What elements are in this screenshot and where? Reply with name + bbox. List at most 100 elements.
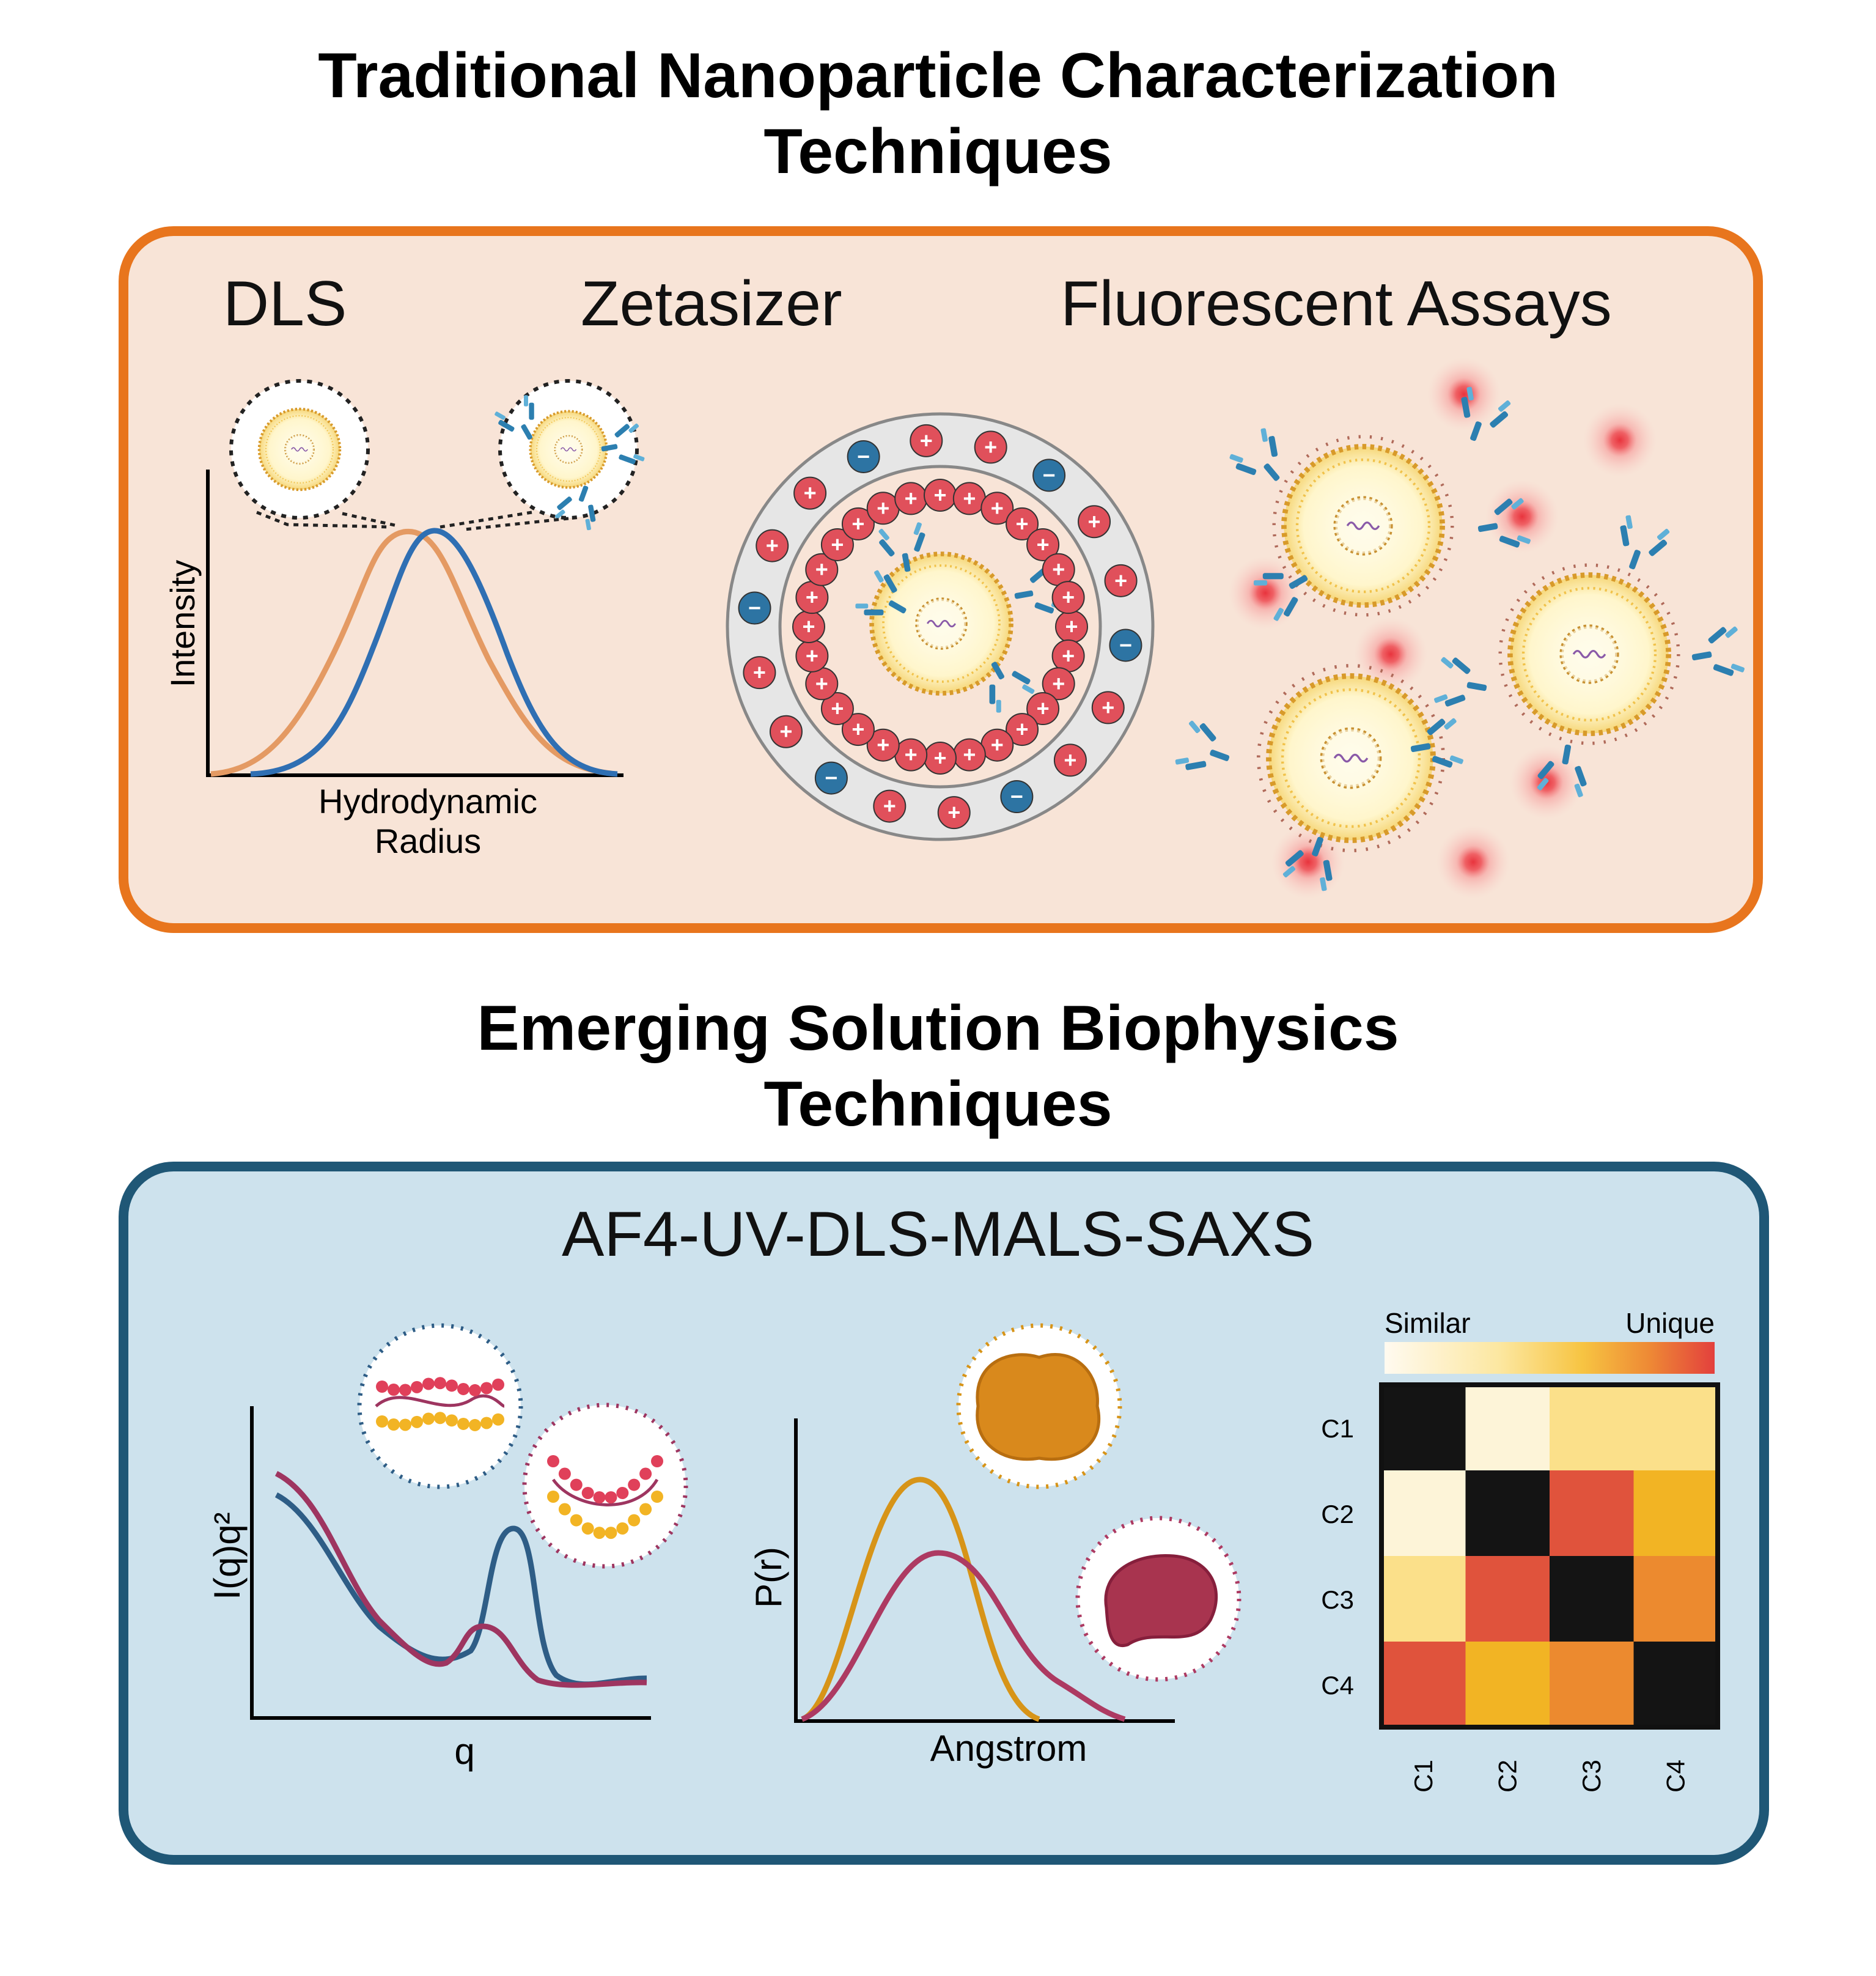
lipid-bead bbox=[581, 1486, 594, 1499]
positive-ion: + bbox=[1042, 667, 1075, 701]
globular-particle-icon bbox=[976, 1353, 1101, 1461]
heatmap-frame bbox=[1379, 1382, 1720, 1730]
negative-ion: − bbox=[814, 761, 848, 795]
saxs-chart: I(q)q² q bbox=[207, 1323, 688, 1772]
positive-ion: + bbox=[795, 581, 829, 614]
colorbar-left-label: Similar bbox=[1385, 1307, 1471, 1339]
lipid-bead bbox=[547, 1455, 559, 1467]
plus-sign: + bbox=[802, 614, 815, 639]
plus-sign: + bbox=[933, 482, 946, 507]
lipid-bead bbox=[480, 1382, 493, 1395]
dls-chart: Intensity Hydrodynamic Radius bbox=[163, 379, 646, 860]
heatmap-cell bbox=[1633, 1385, 1718, 1471]
lipid-bead bbox=[581, 1522, 594, 1535]
lipid-bead bbox=[457, 1382, 469, 1395]
heatmap-cell bbox=[1465, 1385, 1550, 1471]
curved-particle-beads bbox=[547, 1455, 663, 1539]
lipid-bead bbox=[422, 1377, 435, 1390]
positive-ion: + bbox=[952, 482, 986, 515]
positive-ion: + bbox=[1104, 564, 1138, 597]
heatmap-cell bbox=[1381, 1385, 1466, 1471]
fluorescent-signal bbox=[1271, 825, 1345, 899]
positive-ion: + bbox=[841, 507, 875, 540]
plus-sign: + bbox=[883, 794, 896, 819]
assay-lnp-3 bbox=[1256, 663, 1446, 853]
positive-ion: + bbox=[952, 738, 986, 772]
colorbar bbox=[1385, 1342, 1715, 1374]
positive-ion: + bbox=[980, 492, 1014, 525]
positive-ion: + bbox=[974, 430, 1007, 464]
positive-ion: + bbox=[1091, 691, 1125, 724]
positive-ion: + bbox=[820, 528, 854, 561]
lipid-bead bbox=[434, 1412, 446, 1425]
plus-sign: + bbox=[963, 485, 976, 511]
ion-layer: ++++++++++++++++++++++++++++−++−++−++−++… bbox=[738, 424, 1142, 830]
saxs-x-label: q bbox=[454, 1731, 474, 1772]
positive-ion: + bbox=[910, 424, 943, 457]
minus-sign: − bbox=[1119, 632, 1132, 657]
minus-sign: − bbox=[1010, 784, 1023, 809]
dls-connector-right bbox=[440, 511, 569, 531]
positive-ion: + bbox=[894, 482, 928, 515]
positive-ion: + bbox=[924, 742, 957, 775]
lipid-bead bbox=[434, 1377, 446, 1390]
plus-sign: + bbox=[815, 671, 828, 696]
positive-ion: + bbox=[756, 529, 789, 562]
dls-curve-orange bbox=[210, 528, 612, 777]
antibody-lnp-icon bbox=[531, 411, 607, 488]
positive-ion: + bbox=[795, 639, 829, 673]
heatmap-cell bbox=[1550, 1385, 1635, 1471]
lipid-bead bbox=[628, 1514, 641, 1527]
plus-sign: + bbox=[1088, 509, 1101, 534]
positive-ion: + bbox=[866, 728, 900, 762]
assay-lnp-2 bbox=[1498, 563, 1680, 745]
positive-ion: + bbox=[937, 796, 971, 830]
plus-sign: + bbox=[852, 511, 864, 536]
lipid-bead bbox=[570, 1478, 583, 1491]
heatmap-cell bbox=[1633, 1556, 1718, 1642]
heatmap-cell bbox=[1381, 1642, 1466, 1728]
positive-ion: + bbox=[1055, 610, 1088, 643]
lipid-bead bbox=[480, 1417, 493, 1429]
plus-sign: + bbox=[1016, 717, 1029, 742]
heatmap-row-label: C4 bbox=[1321, 1671, 1354, 1700]
heatmap-col-label: C1 bbox=[1409, 1760, 1438, 1793]
positive-ion: + bbox=[873, 789, 907, 823]
traditional-heading-line2: Techniques bbox=[763, 116, 1113, 187]
lipid-bead bbox=[388, 1418, 400, 1431]
lipid-bead bbox=[399, 1384, 411, 1396]
plus-sign: + bbox=[947, 800, 960, 825]
lipid-bead bbox=[457, 1417, 469, 1430]
fluorescent-assays-title: Fluorescent Assays bbox=[1061, 268, 1612, 339]
lipid-bead bbox=[376, 1415, 388, 1428]
plus-sign: + bbox=[963, 742, 976, 767]
plus-sign: + bbox=[779, 719, 792, 744]
lipid-bead bbox=[492, 1378, 504, 1391]
lipid-bead bbox=[593, 1527, 606, 1539]
dls-connector-left bbox=[256, 511, 398, 529]
saxs-inset-curved bbox=[522, 1403, 688, 1569]
lipid-bead bbox=[605, 1527, 617, 1539]
zetasizer-diagram: ++++++++++++++++++++++++++++−++−++−++−++… bbox=[726, 412, 1155, 841]
positive-ion: + bbox=[924, 479, 957, 512]
lipid-bead bbox=[639, 1467, 652, 1480]
plus-sign: + bbox=[831, 532, 844, 557]
lipid-bead bbox=[399, 1418, 411, 1431]
fluorescent-signal bbox=[1485, 480, 1559, 553]
plus-sign: + bbox=[1064, 747, 1076, 772]
plus-sign: + bbox=[1037, 532, 1050, 557]
positive-ion: + bbox=[743, 656, 776, 690]
lipid-bead bbox=[616, 1486, 629, 1499]
lipid-bead bbox=[651, 1455, 663, 1467]
pr-chart: P(r) Angstrom bbox=[748, 1323, 1241, 1769]
negative-ion: − bbox=[738, 591, 771, 625]
plus-sign: + bbox=[806, 643, 818, 668]
saxs-inset-elongated bbox=[357, 1323, 523, 1489]
negative-ion: − bbox=[1000, 780, 1034, 814]
lipid-bead bbox=[558, 1503, 571, 1516]
plus-sign: + bbox=[852, 717, 864, 742]
fluorescent-signal bbox=[1229, 556, 1302, 630]
plus-sign: + bbox=[991, 732, 1004, 758]
